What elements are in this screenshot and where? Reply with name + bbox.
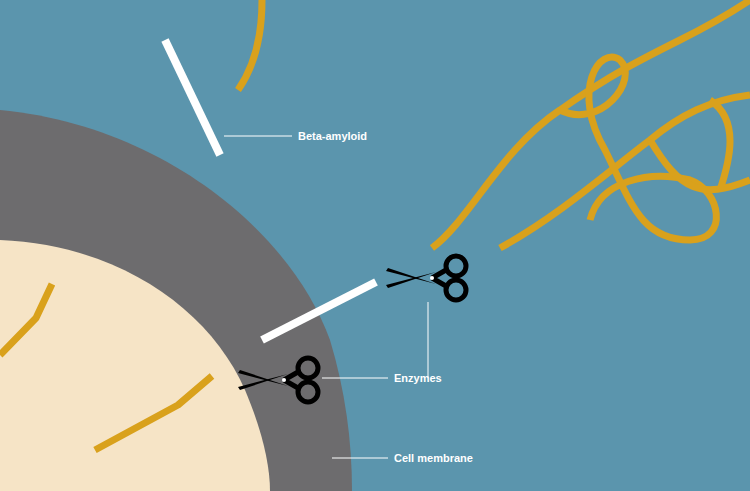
part-label: Beta-amyloid bbox=[298, 129, 367, 143]
protein-strands bbox=[0, 0, 750, 450]
beta-amyloid-fragments bbox=[165, 40, 376, 340]
enzyme-scissors bbox=[238, 358, 318, 402]
leader-lines bbox=[224, 136, 428, 458]
cell-membrane bbox=[0, 110, 352, 491]
part-label: Cell membrane bbox=[394, 451, 473, 465]
enzyme-scissors bbox=[386, 256, 466, 300]
part-label: Enzymes bbox=[394, 371, 442, 385]
cell-interior bbox=[0, 240, 270, 491]
